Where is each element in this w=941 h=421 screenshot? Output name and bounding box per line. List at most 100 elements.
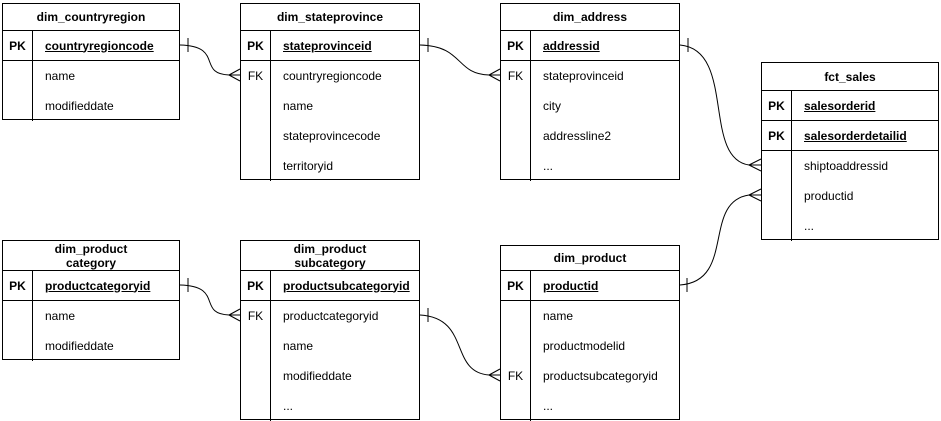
field-name: ...	[804, 219, 815, 233]
key-cell: FK	[241, 61, 271, 91]
field-name: productmodelid	[543, 339, 626, 353]
entity-row: PK productid	[501, 271, 679, 301]
key-cell: FK	[501, 361, 531, 391]
relationship-address-fctsales[interactable]	[679, 38, 762, 172]
field-name: productid	[804, 189, 854, 203]
key-cell: PK	[501, 31, 531, 60]
cardinality-many-crowfoot	[748, 188, 762, 202]
key-cell: PK	[3, 31, 33, 60]
key-cell	[3, 301, 33, 331]
field-name: productcategoryid	[45, 278, 151, 293]
key-cell	[241, 391, 271, 421]
key-cell	[501, 151, 531, 181]
cardinality-many-crowfoot	[228, 68, 241, 82]
key-cell	[241, 151, 271, 181]
field-name: ...	[283, 399, 294, 413]
key-cell: FK	[501, 61, 531, 91]
entity-title: fct_sales	[762, 63, 938, 91]
cardinality-many-crowfoot	[228, 308, 241, 322]
key-cell	[241, 331, 271, 361]
key-cell: PK	[241, 271, 271, 300]
key-cell	[241, 91, 271, 121]
field-name: stateprovincecode	[283, 129, 381, 143]
entity-row: name	[241, 91, 419, 121]
key-cell	[501, 301, 531, 331]
key-cell	[762, 211, 792, 241]
entity-row: PK stateprovinceid	[241, 31, 419, 61]
field-name: addressline2	[543, 129, 612, 143]
field-name: modifieddate	[45, 99, 114, 113]
entity-row: PK countryregioncode	[3, 31, 179, 61]
cardinality-many-crowfoot	[488, 368, 501, 382]
entity-row: PK salesorderdetailid	[762, 121, 938, 151]
key-cell	[501, 91, 531, 121]
entity-row: ...	[501, 391, 679, 421]
field-name: name	[45, 69, 76, 83]
entity-row: FK stateprovinceid	[501, 61, 679, 91]
entity-title: dim_address	[501, 4, 679, 31]
entity-row: FK productcategoryid	[241, 301, 419, 331]
entity-dim-productcategory[interactable]: dim_product category PK productcategoryi…	[2, 240, 180, 361]
entity-row: addressline2	[501, 121, 679, 151]
entity-row: FK countryregioncode	[241, 61, 419, 91]
relationship-stateprovince-address[interactable]	[419, 38, 501, 82]
relationship-productcategory-productsubcategory[interactable]	[179, 278, 241, 322]
entity-row: name	[3, 301, 179, 331]
relationship-product-fctsales[interactable]	[679, 188, 762, 292]
entity-title: dim_stateprovince	[241, 4, 419, 31]
field-name: name	[543, 309, 574, 323]
entity-dim-address[interactable]: dim_address PK addressid FK stateprovinc…	[500, 3, 680, 181]
entity-row: modifieddate	[3, 91, 179, 121]
entity-row: PK productcategoryid	[3, 271, 179, 301]
key-cell	[241, 121, 271, 151]
key-cell	[501, 331, 531, 361]
entity-row: ...	[762, 211, 938, 241]
key-cell	[762, 181, 792, 211]
field-name: name	[283, 339, 314, 353]
key-cell: PK	[3, 271, 33, 300]
entity-dim-stateprovince[interactable]: dim_stateprovince PK stateprovinceid FK …	[240, 3, 420, 181]
key-cell: PK	[762, 121, 792, 150]
entity-row: modifieddate	[3, 331, 179, 361]
key-cell	[3, 91, 33, 121]
entity-row: name	[241, 331, 419, 361]
entity-row: name	[501, 301, 679, 331]
entity-dim-productsubcategory[interactable]: dim_product subcategory PK productsubcat…	[240, 240, 420, 421]
entity-fct-sales[interactable]: fct_sales PK salesorderid PK salesorderd…	[761, 62, 939, 241]
entity-row: productid	[762, 181, 938, 211]
relationship-productsubcategory-product[interactable]	[419, 308, 501, 382]
key-cell	[501, 391, 531, 421]
key-cell	[241, 361, 271, 391]
field-name: territoryid	[283, 159, 334, 173]
entity-row: modifieddate	[241, 361, 419, 391]
entity-dim-product[interactable]: dim_product PK productid name productmod…	[500, 245, 680, 421]
field-name: productid	[543, 278, 599, 293]
field-name: shiptoaddressid	[804, 159, 889, 173]
entity-title: dim_product subcategory	[241, 241, 419, 271]
field-name: countryregioncode	[45, 38, 154, 53]
field-name: name	[283, 99, 314, 113]
entity-row: shiptoaddressid	[762, 151, 938, 181]
field-name: ...	[543, 399, 554, 413]
key-cell: FK	[241, 301, 271, 331]
field-name: stateprovinceid	[283, 38, 372, 53]
entity-title: dim_product category	[3, 241, 179, 271]
field-name: countryregioncode	[283, 69, 382, 83]
field-name: productsubcategoryid	[283, 278, 410, 293]
entity-row: PK salesorderid	[762, 91, 938, 121]
key-cell: PK	[241, 31, 271, 60]
field-name: addressid	[543, 38, 600, 53]
field-name: productcategoryid	[283, 309, 379, 323]
entity-row: territoryid	[241, 151, 419, 181]
relationship-countryregion-stateprovince[interactable]	[179, 38, 241, 82]
entity-title: dim_countryregion	[3, 4, 179, 31]
entity-row: FK productsubcategoryid	[501, 361, 679, 391]
key-cell: PK	[501, 271, 531, 300]
cardinality-many-crowfoot	[748, 158, 762, 172]
field-name: ...	[543, 159, 554, 173]
field-name: name	[45, 309, 76, 323]
entity-dim-countryregion[interactable]: dim_countryregion PK countryregioncode n…	[2, 3, 180, 121]
entity-row: name	[3, 61, 179, 91]
